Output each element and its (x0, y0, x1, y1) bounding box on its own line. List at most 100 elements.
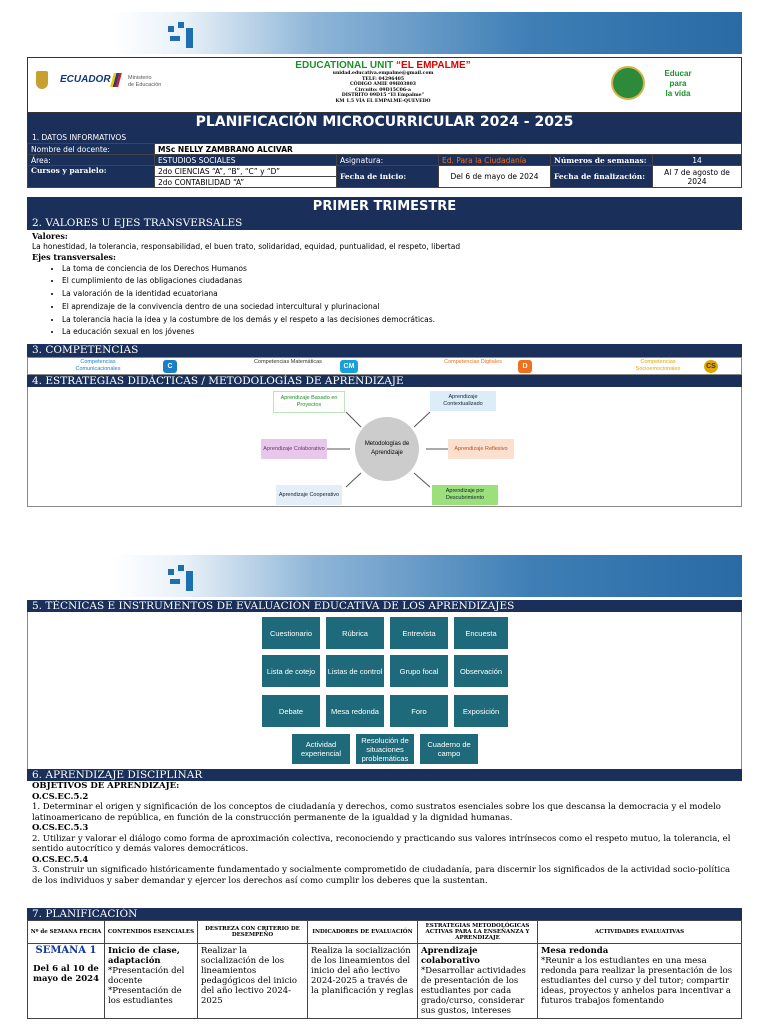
asignatura-value: Ed. Para la Ciudadanía (438, 154, 551, 166)
brand-logo-icon (168, 18, 198, 48)
fin-label: Fecha de finalización: (550, 165, 653, 188)
docente-label: Nombre del docente: (27, 143, 155, 155)
section-competencias: 3. COMPETENCIAS (27, 344, 742, 357)
column-header: DESTREZA CON CRITERIO DE DESEMPEÑO (197, 920, 308, 944)
metodologias-center: Metodologías de Aprendizaje (355, 417, 419, 481)
list-item: El aprendizaje de la convivencia dentro … (62, 301, 742, 314)
evaluacion-item: Foro (388, 693, 450, 729)
contact-line: KM 1.5 VÍA EL EMPALME-QUEVEDO (335, 98, 431, 104)
valores-block: Valores: La honestidad, la tolerancia, r… (27, 231, 742, 339)
metodologia-box: Aprendizaje Cooperativo (276, 485, 342, 505)
motto-line-3: la vida (665, 89, 691, 98)
metodologia-box: Aprendizaje Basado en Proyectos (273, 391, 345, 413)
section-evaluacion: 5. TÉCNICAS E INSTRUMENTOS DE EVALUACIÓN… (27, 600, 742, 612)
section-valores: 2. VALORES U EJES TRANSVERSALES (27, 216, 742, 230)
school-seal-icon (611, 66, 645, 100)
valores-label: Valores: (32, 231, 68, 241)
metodologia-box: Aprendizaje Reflexivo (448, 439, 514, 459)
contact-line: unidad.educativa.empalme@gmail.com (332, 71, 434, 76)
institution-label: EDUCATIONAL UNIT (295, 60, 394, 71)
objetivo-code: O.CS.EC.5.3 (32, 823, 89, 833)
ministry-line-1: Ministerio (128, 75, 152, 81)
curso-1: 2do CIENCIAS “A”, “B”, “C” y “D” (154, 165, 337, 177)
page1-banner (27, 12, 742, 54)
valores-text: La honestidad, la tolerancia, responsabi… (32, 241, 461, 251)
evaluacion-item: Entrevista (388, 615, 450, 651)
contenidos-title: Inicio de clase, adaptación (108, 946, 180, 966)
matematica-icon: CM (340, 360, 358, 373)
actividades-text: *Reunir a los estudiantes en una mesa re… (541, 956, 733, 1006)
list-item: La toma de conciencia de los Derechos Hu… (62, 263, 742, 276)
competencia-label: Competencias Matemáticas (254, 359, 322, 365)
evaluacion-item: Debate (260, 693, 322, 729)
estrategias-text: *Desarrollar actividades de presentación… (421, 966, 526, 1016)
column-header: ESTRATEGIAS METODOLÓGICAS ACTIVAS PARA L… (417, 920, 538, 944)
objetivo-code: O.CS.EC.5.2 (32, 791, 89, 802)
motto-line-1: Educar (664, 69, 692, 78)
document-title: PLANIFICACIÓN MICROCURRICULAR 2024 - 202… (27, 113, 742, 132)
metodologia-box: Aprendizaje Colaborativo (261, 439, 327, 459)
evaluacion-item: Resolución de situaciones problemáticas (354, 732, 416, 766)
metodologia-box: Aprendizaje por Descubrimiento (432, 485, 498, 505)
column-header: CONTENIDOS ESENCIALES (104, 920, 198, 944)
ejes-list: La toma de conciencia de los Derechos Hu… (32, 263, 742, 340)
column-header: Nº de SEMANA FECHA (27, 920, 105, 944)
evaluacion-item: Lista de cotejo (260, 653, 322, 689)
curso-2: 2do CONTABILIDAD “A” (154, 176, 337, 188)
inicio-value: Del 6 de mayo de 2024 (438, 165, 551, 188)
metodologias-diagram: Aprendizaje Basado en Proyectos Aprendiz… (27, 387, 742, 507)
flag-icon (110, 73, 122, 87)
inicio-label: Fecha de inicio: (336, 165, 439, 188)
country-word: ECUADOR (60, 74, 111, 85)
motto-line-2: para (669, 79, 687, 88)
evaluacion-item: Cuaderno de campo (418, 732, 480, 766)
evaluacion-item: Observación (452, 653, 510, 689)
contact-line: DISTRITO 09D15 “El Empalme” (341, 93, 425, 99)
asignatura-label: Asignatura: (336, 154, 439, 166)
objetivo-code: O.CS.EC.5.4 (32, 854, 89, 865)
contact-line: Circuito: 09D15C06-a (355, 87, 411, 93)
evaluacion-item: Actividad experiencial (290, 732, 352, 766)
section-estrategias: 4. ESTRATEGIAS DIDÁCTICAS / METODOLOGÍAS… (27, 375, 742, 387)
semanas-label: Números de semanas: (550, 154, 653, 166)
list-item: El cumplimiento de las obligaciones ciud… (62, 275, 742, 288)
institution-name: “EL EMPALME” (396, 60, 471, 71)
objetivo-text: 2. Utilizar y valorar el diálogo como fo… (32, 833, 731, 855)
column-header: ACTIVIDADES EVALUATIVAS (537, 920, 742, 944)
metodologia-box: Aprendizaje Contextualizado (430, 391, 496, 411)
datos-table: Nombre del docente: MSc NELLY ZAMBRANO A… (27, 143, 742, 188)
section-planificacion: 7. PLANIFICACIÓN (27, 908, 742, 920)
diagram-arrows (326, 411, 450, 488)
area-label: Área: (27, 154, 155, 166)
competencias-row: Competencias Comunicacionales C Competen… (27, 357, 742, 375)
semanas-value: 14 (652, 154, 742, 166)
competencia-label: Competencias Socioemocionales (635, 359, 681, 372)
competencia-label: Competencias Comunicacionales (75, 359, 121, 372)
fin-value: Al 7 de agosto de 2024 (652, 165, 742, 188)
comunicacion-icon: C (163, 360, 177, 373)
objetivos-label: OBJETIVOS DE APRENDIZAJE: (32, 781, 180, 791)
semana-label: SEMANA 1 (35, 945, 97, 956)
evaluacion-item: Cuestionario (260, 615, 322, 651)
evaluacion-item: Grupo focal (388, 653, 450, 689)
contact-line: CÓDIGO AMIE 09H03803 (350, 82, 416, 88)
contact-line: TELF: 04296405 (361, 76, 405, 82)
socioemocional-icon: CS (704, 360, 718, 373)
actividades-title: Mesa redonda (541, 946, 609, 956)
area-value: ESTUDIOS SOCIALES (154, 154, 337, 166)
indicadores-text: Realiza la socialización de los lineamie… (307, 943, 418, 1019)
destreza-text: Realizar la socialización de los lineami… (197, 943, 308, 1019)
trimestre-title: PRIMER TRIMESTRE (27, 197, 742, 216)
coat-of-arms-icon (36, 71, 48, 89)
table-row: SEMANA 1 Del 6 al 10 de mayo de 2024 Ini… (27, 943, 742, 1019)
evaluacion-item: Listas de control (324, 653, 386, 689)
list-item: La tolerancia hacia la idea y la costumb… (62, 314, 742, 327)
evaluacion-item: Rúbrica (324, 615, 386, 651)
estrategias-title: Aprendizaje colaborativo (421, 946, 480, 966)
docente-value: MSc NELLY ZAMBRANO ALCIVAR (154, 143, 742, 155)
column-header: INDICADORES DE EVALUACIÓN (307, 920, 418, 944)
section-datos: 1. DATOS INFORMATIVOS (27, 132, 742, 143)
objetivo-text: 1. Determinar el origen y significación … (32, 802, 721, 823)
objetivo-text: 3. Construir un significado históricamen… (32, 865, 731, 886)
list-item: La valoración de la identidad ecuatorian… (62, 288, 742, 301)
